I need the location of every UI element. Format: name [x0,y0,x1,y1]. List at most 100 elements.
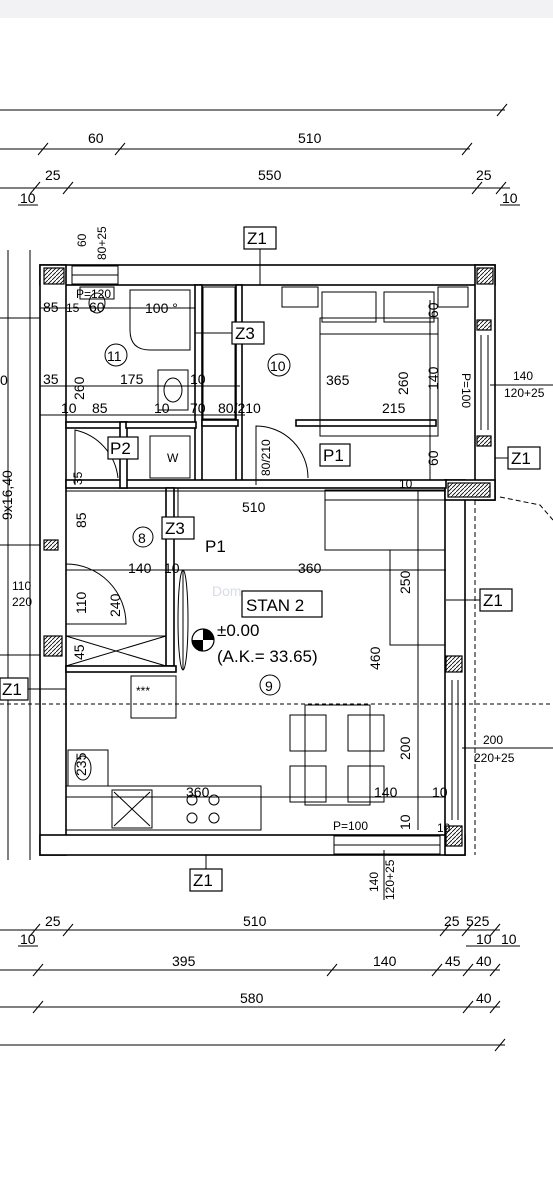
dim-top-25a: 25 [45,167,61,183]
dim-bottom-25b: 25 [444,913,460,929]
door-tag-p1-bedroom: P1 [323,446,344,465]
zone-tag-z3-lower: Z3 [165,519,185,538]
svg-text:60: 60 [75,233,89,247]
zone-tag-right-lower: Z1 [483,591,503,610]
svg-text:P=100: P=100 [459,373,473,408]
dim-bottom-395: 395 [172,953,196,969]
dim-left-110: 110 [12,579,31,593]
svg-text:260: 260 [395,371,411,395]
svg-text:10: 10 [437,821,451,835]
svg-text:60: 60 [425,450,441,466]
svg-text:140: 140 [367,872,381,892]
svg-text:45: 45 [71,644,87,660]
svg-text:240: 240 [107,593,123,617]
room-9: 9 [265,678,273,694]
left-dimensions: 9x16,40 110 220 0 [0,250,40,860]
svg-text:80/210: 80/210 [259,439,273,476]
outer-walls [39,264,496,856]
svg-text:510: 510 [242,499,266,515]
svg-text:215: 215 [382,400,406,416]
dim-top-550: 550 [258,167,282,183]
svg-text:P=120: P=120 [76,287,111,301]
room-numbers: 11 10 8 9 [104,343,291,696]
svg-text:140: 140 [128,560,152,576]
fixture-stars: *** [136,684,150,698]
dim-bottom-10b: 10 [476,931,492,947]
dim-bottom-25a: 25 [45,913,61,929]
zone-tag-bottom: Z1 [193,871,213,890]
room-8: 8 [138,530,146,546]
dim-bottom-40a: 40 [476,953,492,969]
level-value: ±0.00 [217,621,259,640]
dim-bottom-45: 45 [445,953,461,969]
svg-text:120+25: 120+25 [504,386,545,400]
top-bar [0,0,553,18]
apartment-name: STAN 2 [246,596,304,615]
apartment-label: STAN 2 ±0.00 (A.K.= 33.65) Dom [191,583,323,666]
svg-text:140: 140 [425,366,441,390]
zone-tag-z3-upper: Z3 [235,324,255,343]
dim-top-10a: 10 [20,190,36,206]
svg-text:35: 35 [43,371,59,387]
svg-text:10: 10 [432,784,448,800]
svg-text:220+25: 220+25 [474,751,515,765]
dim-left-stairs: 9x16,40 [0,470,15,520]
dim-bottom-10a: 10 [20,931,36,947]
zone-tags: Z1 Z1 Z1 Z1 Z1 Z3 Z3 [0,226,541,892]
bottom-dimensions: 25 510 25 525 10 10 10 395 140 45 40 580… [0,913,520,1052]
dim-left-220: 220 [12,595,32,609]
absolute-level: (A.K.= 33.65) [217,647,318,666]
dim-top-25b: 25 [476,167,492,183]
svg-text:360: 360 [298,560,322,576]
top-dimensions: 60 510 25 550 25 10 10 [0,103,520,206]
svg-text:10: 10 [61,400,77,416]
door-tags: P1 P1 P2 [107,436,351,556]
zone-tag-right-upper: Z1 [511,449,531,468]
svg-text:P=100: P=100 [333,819,368,833]
room-11: 11 [107,348,122,364]
dim-left-0: 0 [0,372,8,388]
svg-text:60: 60 [89,299,105,315]
svg-text:85: 85 [92,400,108,416]
svg-text:260: 260 [71,376,87,400]
dim-top-60: 60 [88,130,104,146]
svg-text:140: 140 [513,369,533,383]
door-tag-p1-living: P1 [205,537,226,556]
doors [65,425,309,671]
zone-tag-top: Z1 [247,229,267,248]
dim-bottom-525: 525 [466,913,490,929]
door-tag-p2: P2 [110,439,131,458]
dim-bottom-580: 580 [240,990,264,1006]
dim-top-10b: 10 [502,190,518,206]
svg-text:10: 10 [397,814,413,830]
room-10: 10 [270,358,286,374]
svg-text:10: 10 [190,371,206,387]
svg-text:200: 200 [483,733,503,747]
svg-text:35: 35 [71,471,85,485]
zone-tag-left: Z1 [2,680,22,699]
dim-bottom-40b: 40 [476,990,492,1006]
svg-text:140: 140 [374,784,398,800]
dim-top-510: 510 [298,130,322,146]
svg-text:10: 10 [164,560,180,576]
svg-text:200: 200 [397,736,413,760]
svg-text:235: 235 [73,752,89,776]
inner-dimensions: 60 80+25 P=120 60 85 15 35 260 175 10 10… [40,226,553,900]
watermark: Dom [212,583,242,599]
svg-text:10: 10 [399,477,413,491]
svg-text:110: 110 [73,591,89,614]
svg-text:360: 360 [186,784,210,800]
dim-bottom-510: 510 [243,913,267,929]
terrace-outline [474,496,553,855]
svg-text:60: 60 [425,302,441,318]
svg-text:70: 70 [190,400,206,416]
dim-bottom-10c: 10 [501,931,517,947]
svg-text:365: 365 [326,372,350,388]
svg-text:10: 10 [154,400,170,416]
svg-text:460: 460 [367,646,383,670]
svg-text:80+25: 80+25 [95,226,109,260]
svg-text:120+25: 120+25 [383,859,397,900]
svg-text:85: 85 [43,299,59,315]
svg-text:250: 250 [397,570,413,594]
